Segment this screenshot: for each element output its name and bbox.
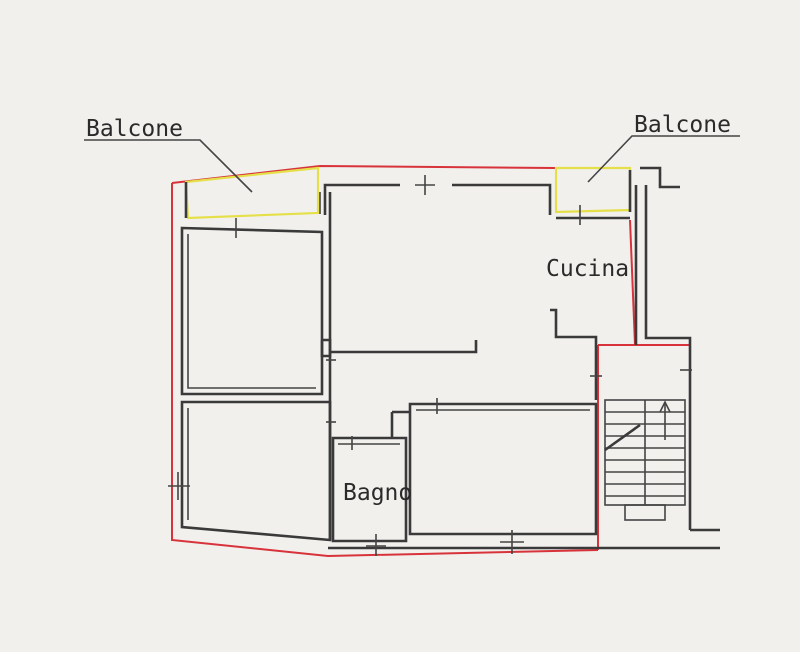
label-bathroom: Bagno — [343, 480, 412, 506]
label-kitchen: Cucina — [546, 256, 629, 282]
label-balcony-right: Balcone — [634, 112, 731, 138]
balcony-left-outline — [184, 166, 320, 220]
door-window-marks — [168, 175, 692, 556]
walls — [180, 166, 720, 550]
label-leaders — [84, 135, 740, 193]
label-balcony-left: Balcone — [86, 116, 183, 142]
staircase — [604, 399, 686, 521]
